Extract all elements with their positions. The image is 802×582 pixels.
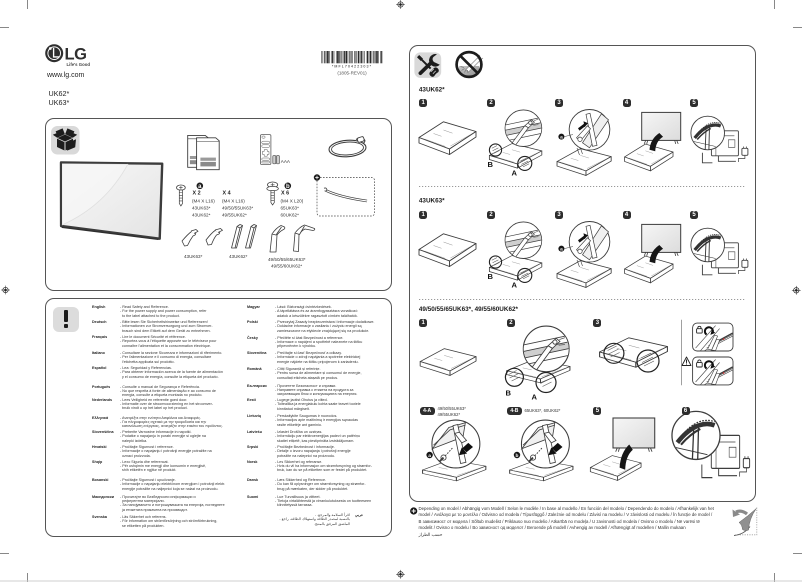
svg-text:(M4 X L16): (M4 X L16) [222,199,245,204]
svg-text:43UK62*: 43UK62* [229,254,248,259]
svg-text:49/50/55UK63*: 49/50/55UK63* [222,206,253,211]
svg-text:a: a [428,454,431,459]
svg-text:LG: LG [65,46,87,64]
svg-text:43UK63*: 43UK63* [419,198,445,205]
svg-text:(1805-REV01): (1805-REV01) [337,71,367,76]
svg-text:AAA: AAA [280,159,290,164]
svg-text:43UK62*: 43UK62* [192,213,211,218]
svg-text:a: a [198,184,202,190]
svg-text:X 6: X 6 [281,191,289,197]
svg-text:A: A [532,393,538,402]
svg-text:*MFL70422303*: *MFL70422303* [332,64,372,68]
svg-text:b: b [286,184,290,190]
svg-text:X 2: X 2 [192,191,200,197]
svg-text:b: b [516,453,519,459]
svg-text:43UK63*: 43UK63* [192,206,211,211]
svg-text:(M4 X L16): (M4 X L16) [192,199,215,204]
svg-text:49/50/55/65UK63*, 49/55/60UK62: 49/50/55/65UK63*, 49/55/60UK62* [419,306,519,313]
svg-text:49/55/60UK62*: 49/55/60UK62* [271,264,302,269]
svg-text:60UK62*: 60UK62* [280,213,299,218]
svg-text:65UK63*: 65UK63* [280,206,299,211]
svg-text:43UK62*: 43UK62* [419,87,445,94]
svg-text:43UK63*: 43UK63* [184,254,203,259]
svg-text:X 4: X 4 [222,191,230,197]
svg-text:49/55UK62*: 49/55UK62* [222,213,247,218]
svg-text:49/50/55/65UK63*: 49/50/55/65UK63* [268,257,306,262]
svg-text:(M4 X L20): (M4 X L20) [280,199,303,204]
svg-text:B: B [506,389,512,398]
